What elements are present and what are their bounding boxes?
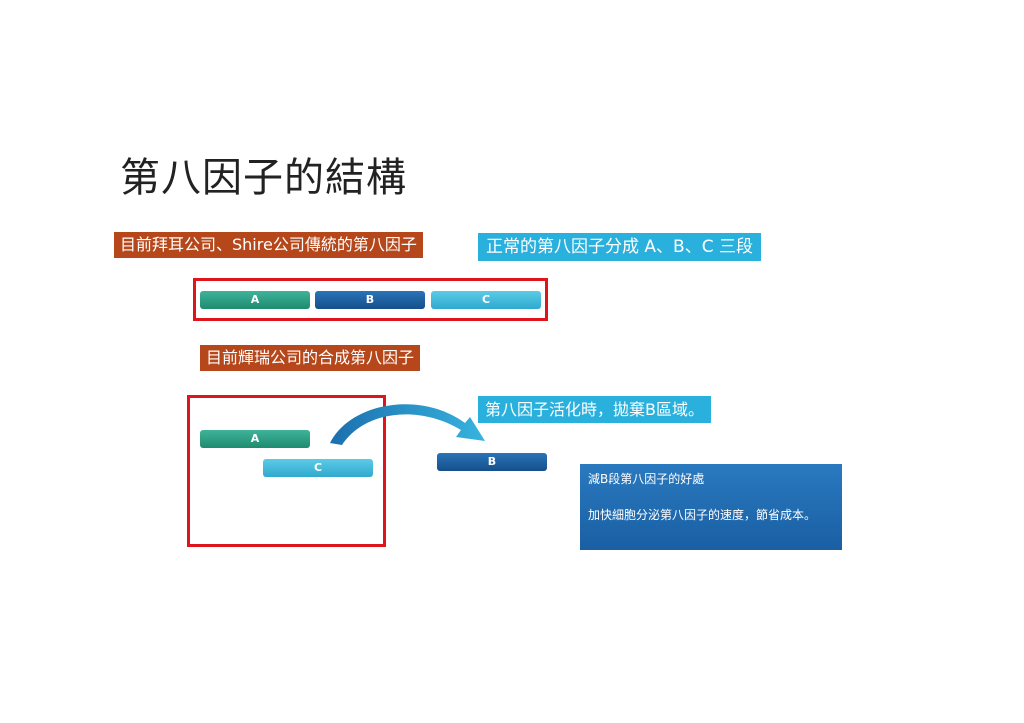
traditional-factor-label: 目前拜耳公司、Shire公司傳統的第八因子 [114, 232, 423, 258]
segment-c-bar: C [431, 291, 541, 309]
discarded-segment-b-bar: B [437, 453, 547, 471]
segment-a-bar: A [200, 291, 310, 309]
curved-arrow-icon [330, 404, 485, 445]
slide-title: 第八因子的結構 [120, 155, 407, 201]
activation-label: 第八因子活化時，拋棄B區域。 [478, 396, 711, 423]
benefits-body: 加快細胞分泌第八因子的速度，節省成本。 [588, 508, 817, 522]
pfizer-factor-label: 目前輝瑞公司的合成第八因子 [200, 345, 421, 371]
synthetic-structure-frame [187, 395, 386, 547]
synthetic-segment-c-bar: C [263, 459, 373, 477]
traditional-structure-frame [193, 278, 548, 321]
benefits-info-box: 減B段第八因子的好處 加快細胞分泌第八因子的速度，節省成本。 [580, 464, 842, 550]
segment-b-bar: B [315, 291, 425, 309]
normal-factor-label: 正常的第八因子分成 A、B、C 三段 [478, 233, 761, 261]
benefits-heading: 減B段第八因子的好處 [588, 472, 705, 486]
synthetic-segment-a-bar: A [200, 430, 310, 448]
